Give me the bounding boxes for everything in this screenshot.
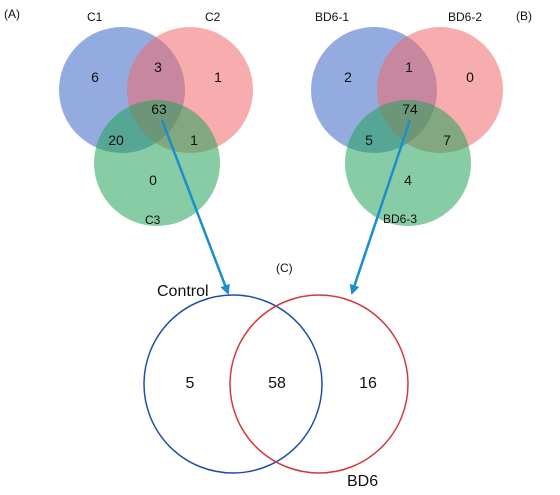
count-c1-c3: 20 <box>108 132 124 148</box>
count-b1-b2: 1 <box>405 59 413 75</box>
count-c1-only: 6 <box>91 69 99 85</box>
venn-circle-control <box>143 294 323 474</box>
set-label-bd6-3: BD6-3 <box>383 212 417 226</box>
set-label-bd6: BD6 <box>347 473 378 490</box>
set-label-c3: C3 <box>145 213 161 227</box>
venn-circle-bd6 <box>229 294 409 474</box>
count-control-only: 5 <box>186 375 195 392</box>
count-bd6-only: 16 <box>359 375 377 392</box>
count-c3-only: 0 <box>149 172 157 188</box>
set-label-control: Control <box>157 283 209 300</box>
venn-panel-a: (A) C1 C2 C3 6 1 3 63 20 1 0 <box>4 7 253 227</box>
venn-panel-c: (C) Control BD6 5 58 16 <box>143 261 409 490</box>
count-b1-only: 2 <box>344 69 352 85</box>
count-b1-b3: 5 <box>365 132 373 148</box>
panel-c-tag: (C) <box>276 261 293 275</box>
arrow-b-to-bd6 <box>349 119 412 295</box>
count-c2-c3: 1 <box>190 132 198 148</box>
count-both: 58 <box>268 375 286 392</box>
count-all-b: 74 <box>402 101 418 117</box>
set-label-c2: C2 <box>205 10 221 24</box>
venn-circle-c3 <box>94 100 220 226</box>
arrow-a-to-control <box>160 119 230 295</box>
count-b2-only: 0 <box>466 69 474 85</box>
set-label-bd6-1: BD6-1 <box>315 10 349 24</box>
set-label-c1: C1 <box>87 10 103 24</box>
count-b3-only: 4 <box>404 172 412 188</box>
panel-a-tag: (A) <box>4 7 20 21</box>
arrows <box>160 119 412 295</box>
panel-b-tag: (B) <box>516 9 532 23</box>
count-b2-b3: 7 <box>443 132 451 148</box>
count-all-a: 63 <box>151 101 167 117</box>
count-c1-c2: 3 <box>154 59 162 75</box>
set-label-bd6-2: BD6-2 <box>448 10 482 24</box>
venn-panel-b: (B) BD6-1 BD6-2 BD6-3 2 0 1 74 5 7 4 <box>311 9 532 226</box>
count-c2-only: 1 <box>214 69 222 85</box>
venn-circle-bd6-3 <box>345 100 471 226</box>
